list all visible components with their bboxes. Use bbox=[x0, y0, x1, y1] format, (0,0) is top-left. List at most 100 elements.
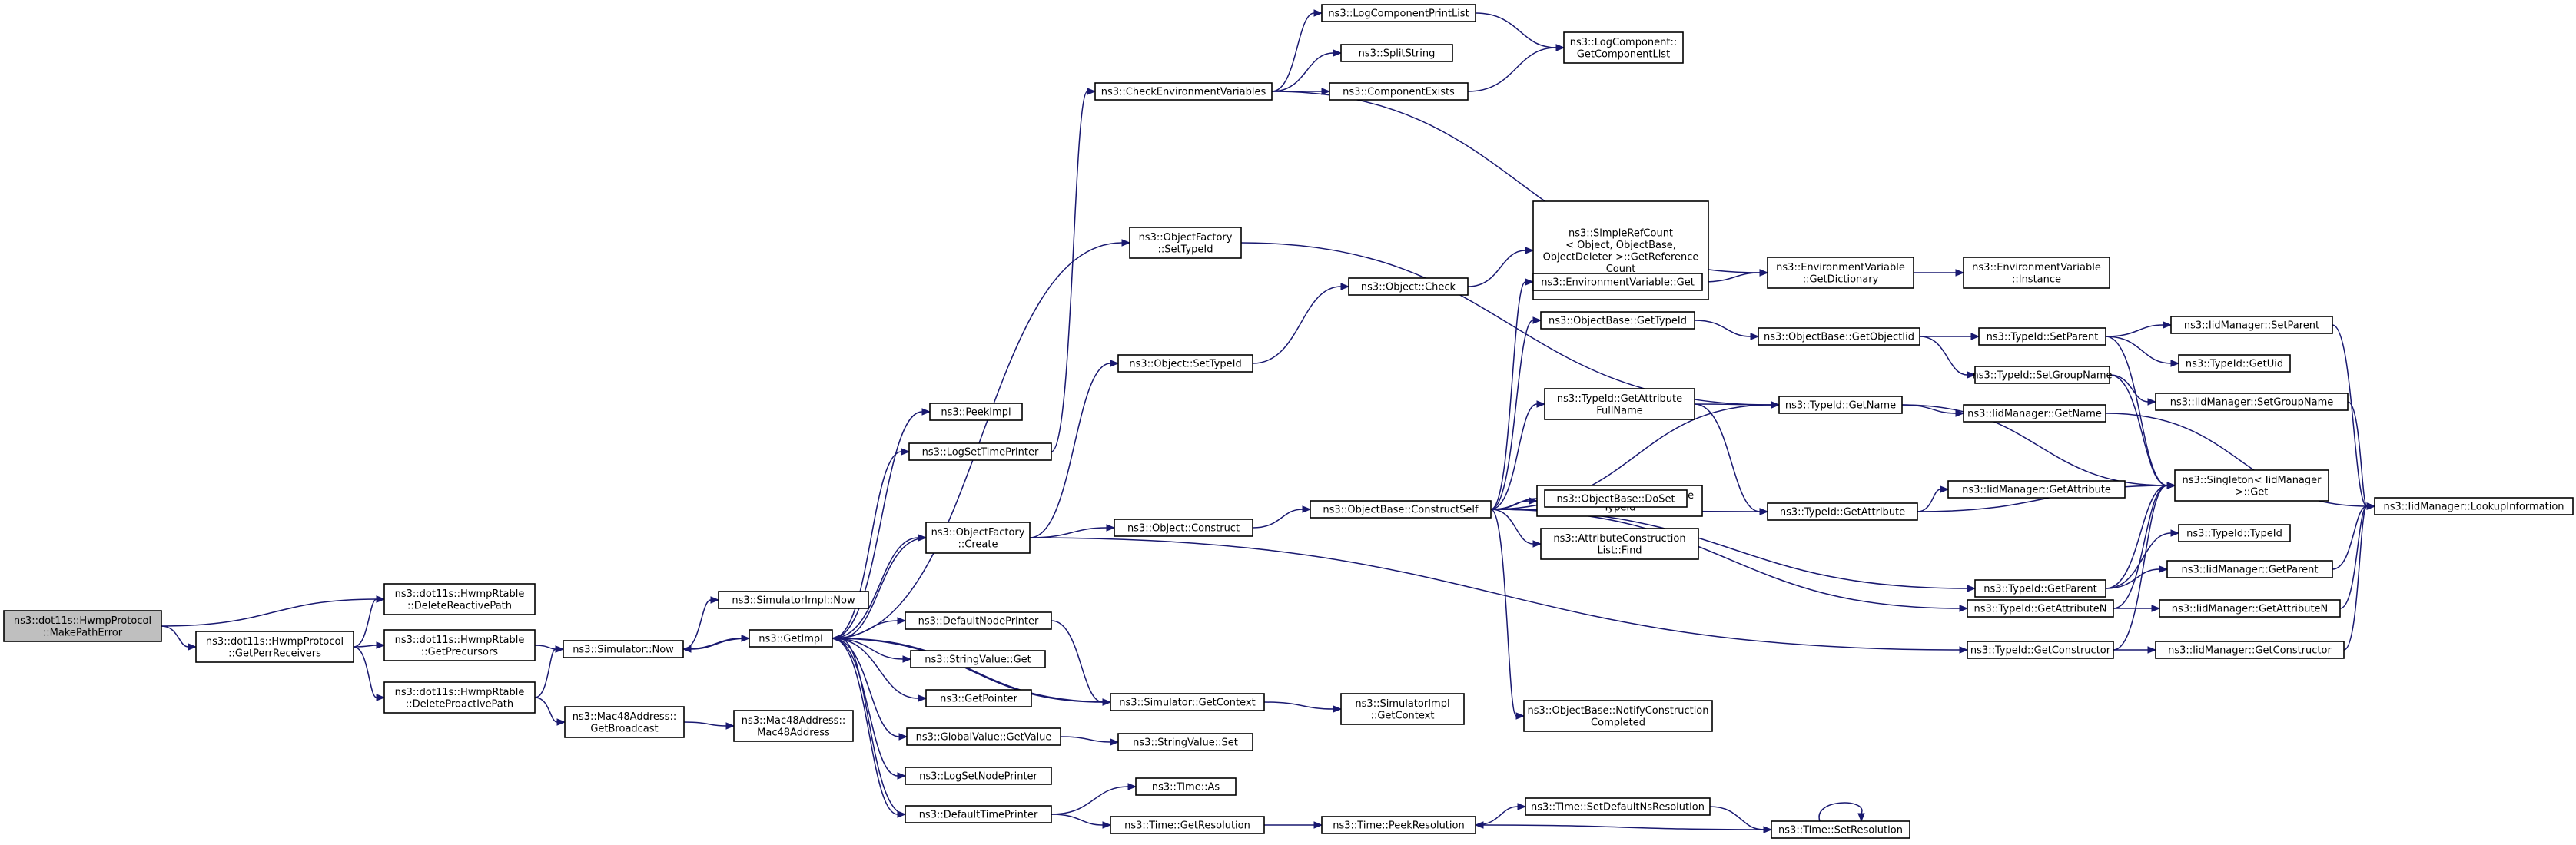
node-iidmanager-getname[interactable]: ns3::IidManager::GetName bbox=[1963, 404, 2106, 422]
edge-arrowhead bbox=[898, 733, 908, 741]
node-typeid-setparent[interactable]: ns3::TypeId::SetParent bbox=[1978, 327, 2106, 346]
node-iidmanager-setgroupname[interactable]: ns3::IidManager::SetGroupName bbox=[2155, 393, 2349, 411]
node-peek-impl[interactable]: ns3::PeekImpl bbox=[929, 403, 1023, 421]
node-get-pointer[interactable]: ns3::GetPointer bbox=[925, 689, 1032, 707]
node-label: ns3::ObjectFactory bbox=[1139, 232, 1233, 244]
node-iidmanager-getattribute[interactable]: ns3::IidManager::GetAttribute bbox=[1947, 480, 2126, 499]
edge-arrowhead bbox=[1959, 646, 1969, 654]
node-box bbox=[905, 805, 1052, 823]
node-label: ns3::IidManager::GetAttributeN bbox=[2172, 604, 2329, 615]
edge-line bbox=[1060, 736, 1111, 743]
node-box bbox=[3, 610, 162, 642]
edge-objectbase-constructself-to-typeid-getattributen bbox=[1490, 509, 1969, 612]
node-objectbase-doset[interactable]: ns3::ObjectBase::DoSet bbox=[1544, 489, 1688, 508]
node-simimpl-getcontext[interactable]: ns3::SimulatorImpl::GetContext bbox=[1340, 693, 1465, 725]
node-iidmanager-getattributen[interactable]: ns3::IidManager::GetAttributeN bbox=[2159, 599, 2341, 618]
node-typeid-getconstructor[interactable]: ns3::TypeId::GetConstructor bbox=[1967, 641, 2114, 659]
node-delete-proactive[interactable]: ns3::dot11s::HwmpRtable::DeleteProactive… bbox=[383, 681, 536, 714]
node-split-string[interactable]: ns3::SplitString bbox=[1340, 44, 1453, 62]
node-time-getresolution[interactable]: ns3::Time::GetResolution bbox=[1110, 816, 1265, 834]
edge-arrowhead bbox=[2159, 565, 2169, 573]
node-globalvalue-getvalue[interactable]: ns3::GlobalValue::GetValue bbox=[906, 727, 1061, 746]
node-stringvalue-set[interactable]: ns3::StringValue::Set bbox=[1117, 733, 1253, 751]
node-time-as[interactable]: ns3::Time::As bbox=[1135, 777, 1237, 796]
node-iidmanager-setparent[interactable]: ns3::IidManager::SetParent bbox=[2170, 316, 2333, 334]
node-log-component-print-list[interactable]: ns3::LogComponentPrintList bbox=[1321, 4, 1476, 22]
node-log-set-time-printer[interactable]: ns3::LogSetTimePrinter bbox=[908, 442, 1052, 461]
node-objectbase-constructself[interactable]: ns3::ObjectBase::ConstructSelf bbox=[1310, 500, 1492, 519]
node-simimpl-now[interactable]: ns3::SimulatorImpl::Now bbox=[718, 591, 869, 609]
node-objectbase-gettypeid[interactable]: ns3::ObjectBase::GetTypeId bbox=[1540, 311, 1695, 330]
node-component-exists[interactable]: ns3::ComponentExists bbox=[1329, 82, 1469, 101]
edge-simulator-getcontext-to-get-impl bbox=[831, 635, 1111, 703]
node-box bbox=[2374, 497, 2574, 515]
node-label: ns3::TypeId::GetUid bbox=[2186, 359, 2283, 370]
node-objfactory-settypeid[interactable]: ns3::ObjectFactory::SetTypeId bbox=[1129, 227, 1242, 259]
node-box bbox=[1758, 327, 1920, 346]
node-typeid-setgroupname[interactable]: ns3::TypeId::SetGroupName bbox=[1972, 366, 2113, 384]
edge-arrowhead bbox=[1321, 88, 1331, 95]
edge-default-time-printer-to-time-as bbox=[1051, 783, 1137, 815]
node-label: ns3::StringValue::Get bbox=[925, 654, 1031, 666]
node-simulator-now[interactable]: ns3::Simulator::Now bbox=[563, 640, 684, 658]
node-typeid-getattribute[interactable]: ns3::TypeId::GetAttribute bbox=[1767, 502, 1918, 521]
node-typeid-typeid[interactable]: ns3::TypeId::TypeId bbox=[2178, 524, 2291, 542]
node-label: ::DeleteReactivePath bbox=[407, 600, 512, 611]
node-objectbase-getobjectiid[interactable]: ns3::ObjectBase::GetObjectIid bbox=[1758, 327, 1920, 346]
node-envvar-get[interactable]: ns3::EnvironmentVariable::Get bbox=[1532, 273, 1703, 291]
edge-arrowhead bbox=[188, 643, 198, 651]
node-box bbox=[1540, 528, 1699, 560]
node-envvar-instance[interactable]: ns3::EnvironmentVariable::Instance bbox=[1963, 257, 2110, 289]
node-object-settypeid[interactable]: ns3::Object::SetTypeId bbox=[1117, 354, 1253, 373]
node-singleton-get[interactable]: ns3::Singleton< IidManager>::Get bbox=[2174, 469, 2329, 502]
node-typeid-getattributen[interactable]: ns3::TypeId::GetAttributeN bbox=[1967, 599, 2114, 618]
node-stringvalue-get[interactable]: ns3::StringValue::Get bbox=[910, 650, 1046, 668]
node-box bbox=[2178, 524, 2291, 542]
node-get-impl[interactable]: ns3::GetImpl bbox=[749, 629, 833, 648]
node-object-check[interactable]: ns3::Object::Check bbox=[1348, 277, 1469, 296]
node-typeid-getparent[interactable]: ns3::TypeId::GetParent bbox=[1974, 579, 2106, 598]
node-label: ::GetContext bbox=[1371, 710, 1435, 721]
node-default-time-printer[interactable]: ns3::DefaultTimePrinter bbox=[905, 805, 1052, 823]
node-box bbox=[1947, 480, 2126, 499]
node-get-perr-receivers[interactable]: ns3::dot11s::HwmpProtocol::GetPerrReceiv… bbox=[195, 631, 354, 663]
node-box bbox=[2174, 469, 2329, 502]
node-label: ns3::TypeId::SetGroupName bbox=[1972, 370, 2112, 382]
edge-arrowhead bbox=[831, 635, 841, 642]
node-object-construct[interactable]: ns3::Object::Construct bbox=[1114, 519, 1253, 537]
node-get-precursors[interactable]: ns3::dot11s::HwmpRtable::GetPrecursors bbox=[383, 629, 536, 661]
node-envvar-getdictionary[interactable]: ns3::EnvironmentVariable::GetDictionary bbox=[1767, 257, 1914, 289]
node-mac48-ctor[interactable]: ns3::Mac48Address::Mac48Address bbox=[733, 710, 854, 742]
node-delete-reactive[interactable]: ns3::dot11s::HwmpRtable::DeleteReactiveP… bbox=[383, 583, 536, 615]
node-mac48-broadcast[interactable]: ns3::Mac48Address::GetBroadcast bbox=[564, 706, 685, 738]
node-simulator-getcontext[interactable]: ns3::Simulator::GetContext bbox=[1110, 693, 1265, 711]
edge-simulator-getcontext-to-simimpl-getcontext bbox=[1263, 701, 1343, 713]
edge-simulator-now-to-simimpl-now bbox=[682, 596, 720, 650]
node-iidmanager-getconstructor[interactable]: ns3::IidManager::GetConstructor bbox=[2155, 641, 2345, 659]
edge-get-perr-receivers-to-delete-proactive bbox=[353, 646, 386, 701]
node-objfactory-create[interactable]: ns3::ObjectFactory::Create bbox=[925, 522, 1031, 554]
node-iidmanager-getparent[interactable]: ns3::IidManager::GetParent bbox=[2166, 560, 2333, 578]
node-time-setresolution[interactable]: ns3::Time::SetResolution bbox=[1771, 820, 1910, 839]
node-iidmanager-lookupinfo[interactable]: ns3::IidManager::LookupInformation bbox=[2374, 497, 2574, 515]
node-check-env-vars[interactable]: ns3::CheckEnvironmentVariables bbox=[1094, 82, 1273, 101]
node-label: ns3::Object::Check bbox=[1361, 282, 1456, 293]
node-time-setdefaultnsres[interactable]: ns3::Time::SetDefaultNsResolution bbox=[1525, 797, 1711, 816]
node-label: ns3::AttributeConstruction bbox=[1553, 533, 1685, 545]
node-objectbase-notify[interactable]: ns3::ObjectBase::NotifyConstructionCompl… bbox=[1523, 700, 1713, 732]
edge-line bbox=[2109, 374, 2168, 486]
edge-arrowhead bbox=[1087, 88, 1097, 95]
node-make-path-error[interactable]: ns3::dot11s::HwmpProtocol::MakePathError bbox=[3, 610, 162, 642]
edge-arrowhead bbox=[897, 617, 907, 625]
edge-make-path-error-to-delete-reactive bbox=[161, 595, 386, 627]
node-time-peekresolution[interactable]: ns3::Time::PeekResolution bbox=[1321, 816, 1476, 834]
node-logcomponent-getlist[interactable]: ns3::LogComponent::GetComponentList bbox=[1563, 31, 1684, 64]
node-typeid-getuid[interactable]: ns3::TypeId::GetUid bbox=[2178, 354, 2291, 373]
node-box bbox=[906, 727, 1061, 746]
node-typeid-getname[interactable]: ns3::TypeId::GetName bbox=[1778, 396, 1903, 414]
node-log-set-node-printer[interactable]: ns3::LogSetNodePrinter bbox=[905, 767, 1052, 785]
node-box bbox=[749, 629, 833, 648]
node-default-node-printer[interactable]: ns3::DefaultNodePrinter bbox=[905, 611, 1052, 630]
